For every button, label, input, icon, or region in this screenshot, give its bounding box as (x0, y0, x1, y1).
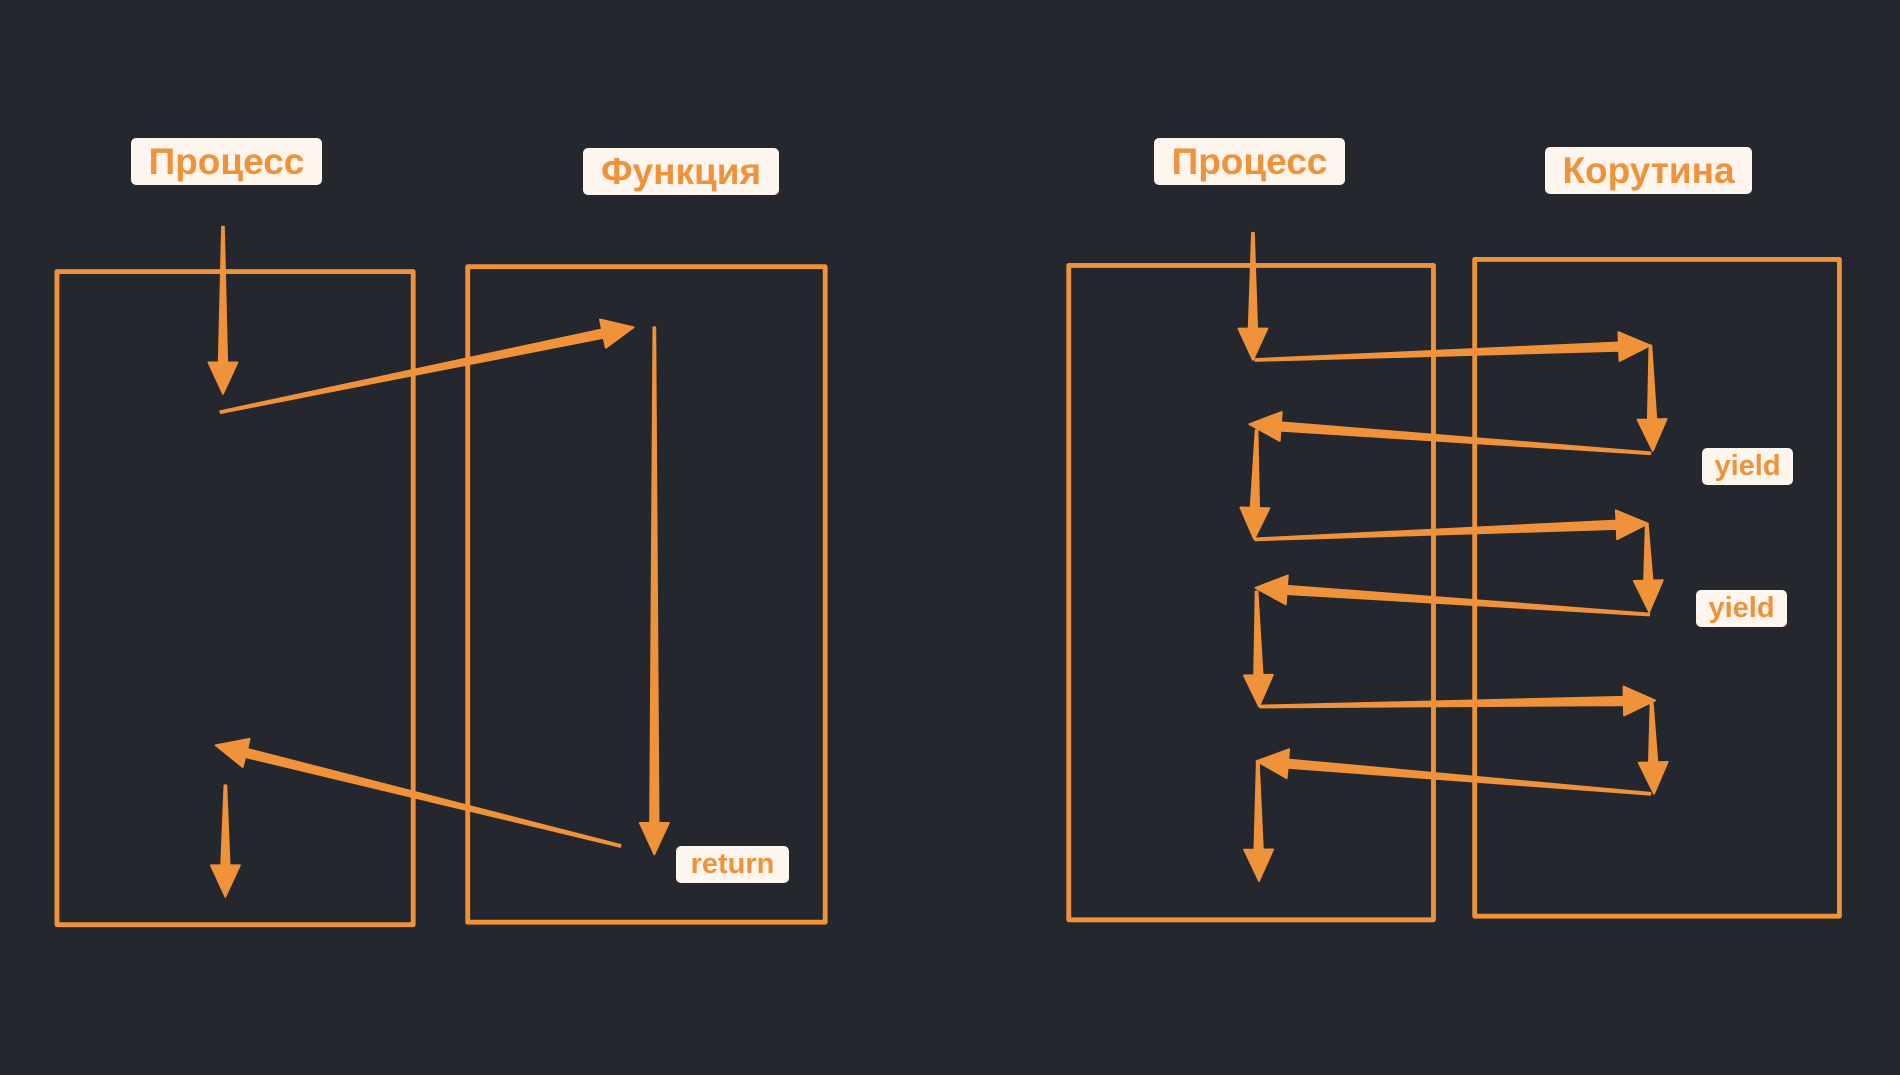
arrow-icon (1636, 344, 1668, 452)
arrow-icon (1632, 522, 1664, 613)
arrow-icon (1255, 748, 1652, 796)
arrow-icon (1242, 590, 1274, 708)
arrow-icon (219, 318, 635, 414)
arrow-icon (209, 784, 241, 898)
arrow-icon (1254, 574, 1651, 617)
arrow-icon (214, 737, 622, 848)
arrow-icon (1254, 331, 1652, 362)
arrow-icon (1243, 760, 1275, 882)
arrow-icon (1248, 411, 1652, 456)
coroutine-box (1472, 256, 1842, 919)
function-box (465, 264, 828, 925)
arrow-icon (1637, 699, 1669, 795)
arrow-icon (1259, 685, 1657, 717)
process-label-left: Процесс (131, 138, 322, 185)
process-label-right: Процесс (1154, 138, 1345, 185)
coroutine-label: Корутина (1545, 147, 1752, 194)
arrow-icon (1254, 509, 1649, 542)
yield-label-1: yield (1702, 448, 1793, 485)
arrow-icon (207, 225, 239, 395)
yield-label-2: yield (1696, 590, 1787, 627)
process-box-left (54, 269, 416, 928)
function-label: Функция (583, 148, 779, 195)
return-label: return (676, 846, 789, 883)
arrow-icon (1237, 231, 1269, 361)
arrow-icon (638, 326, 670, 856)
arrow-icon (1239, 429, 1271, 541)
